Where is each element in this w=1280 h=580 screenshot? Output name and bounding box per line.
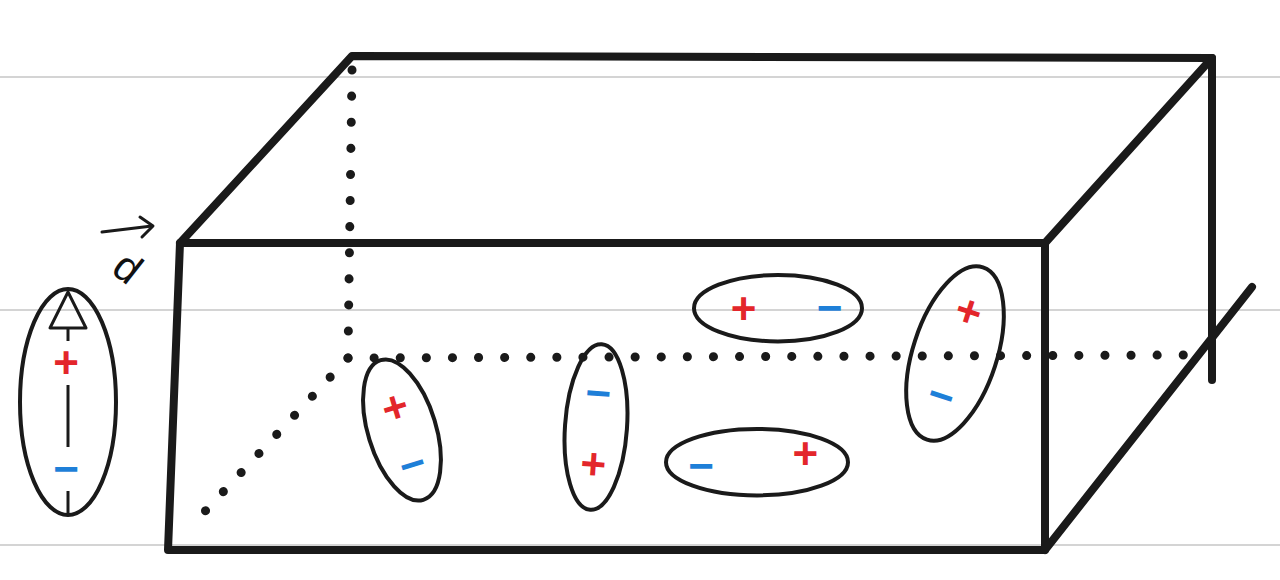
ellipse-shape: [20, 289, 116, 515]
ellipse-shape: [887, 254, 1023, 452]
slab-outline: [168, 56, 1252, 550]
charge-sign: +: [729, 287, 759, 331]
ellipse-shape: [559, 342, 632, 512]
charge-sign: −: [686, 444, 716, 488]
dipole-ellipse: −+: [557, 340, 635, 514]
vector-arrow: [102, 217, 153, 237]
dipole-ellipse: −+: [664, 427, 850, 497]
ellipse-outline: [885, 251, 1026, 454]
dipole-arrow: [50, 292, 86, 514]
ellipse-outline: [346, 348, 459, 512]
charge-sign: −: [920, 370, 962, 421]
dipole-ellipse: +−: [346, 348, 459, 512]
charge-sign: +: [791, 432, 821, 476]
charge-sign: −: [51, 447, 81, 491]
charge-sign: −: [582, 370, 615, 416]
ellipse-shape: [694, 275, 862, 341]
hidden-edges: [195, 70, 1192, 522]
charge-sign: +: [948, 285, 990, 336]
ellipse-shape: [666, 429, 848, 495]
ellipse-shape: [348, 350, 456, 510]
vector-label: d: [106, 244, 150, 291]
dipole-ellipse: +−: [692, 273, 864, 343]
charge-sign: +: [51, 341, 81, 385]
charge-sign: +: [577, 441, 610, 487]
charge-sign: +: [374, 382, 415, 433]
ruled-lines: [0, 77, 1280, 545]
charge-sign: −: [815, 286, 845, 330]
dipole-ellipse: +−: [885, 251, 1026, 454]
ellipse-outline: [557, 340, 635, 514]
charge-sign: −: [392, 439, 433, 490]
dipole-ellipse: +−: [18, 287, 118, 517]
